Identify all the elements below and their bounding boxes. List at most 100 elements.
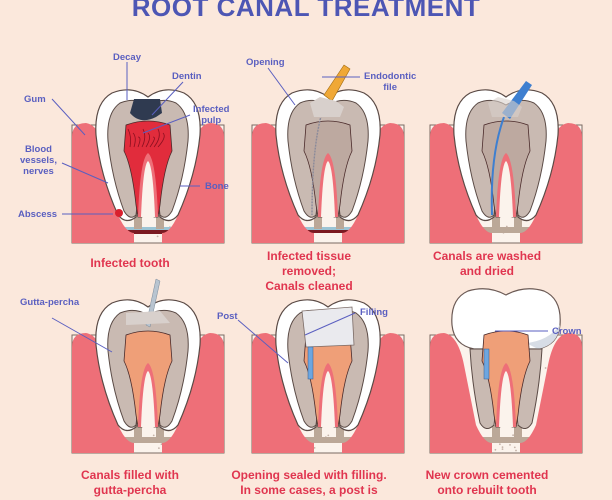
inter-root-bone (321, 371, 335, 427)
gum-right (342, 333, 404, 453)
label-post: Post (217, 311, 238, 322)
bone-speck (501, 446, 504, 448)
gum-right (520, 123, 582, 243)
panel-opening-sealed (240, 265, 420, 465)
opening (310, 97, 344, 117)
panel-canals-washed (418, 55, 598, 255)
label-line: pulp (201, 115, 222, 126)
inter-root-bone (321, 161, 335, 217)
bone-speck (512, 434, 514, 437)
gum-left (430, 333, 492, 453)
label-infected-pulp: Infected pulp (193, 104, 229, 126)
label-blood-vessels: Blood vessels, nerves (20, 144, 57, 177)
caption-line: Infected tissue (266, 249, 352, 263)
bone-speck (499, 443, 501, 446)
gum-right (520, 333, 582, 453)
caption-line: Canals cleaned (265, 279, 353, 293)
root-apex-left (492, 215, 500, 229)
caption-step-5: Opening sealed with filling. In some cas… (204, 468, 414, 498)
root-apex-right (514, 215, 522, 229)
root-apex-right (156, 425, 164, 439)
label-crown: Crown (552, 326, 582, 337)
bone-speck (509, 444, 511, 446)
caption-line: New crown cemented (425, 468, 549, 482)
tooth-illustration (71, 278, 225, 454)
bone-speck (494, 448, 497, 451)
bone-speck (501, 448, 504, 450)
tooth-illustration (429, 288, 583, 454)
base-layer (72, 437, 224, 443)
root-apex-left (314, 215, 322, 229)
tooth-illustration (429, 81, 583, 244)
opening (488, 97, 522, 117)
caption-line: removed; (281, 264, 337, 278)
gum-left (72, 333, 134, 453)
tooth-illustration (251, 299, 405, 454)
panel-canals-filled (60, 265, 240, 465)
caption-line: onto rebuilt tooth (437, 483, 537, 497)
bone-speck (505, 225, 508, 228)
base-layer (430, 227, 582, 233)
inter-root-bone (141, 371, 155, 427)
blood-vessel (157, 132, 165, 148)
caption-line: Infected tooth (90, 256, 170, 270)
panel-infected-tooth (60, 55, 240, 255)
blood-vessel (132, 132, 136, 148)
caption-line: Canals filled with (80, 468, 179, 482)
bone-speck (158, 447, 160, 449)
bone-speck (152, 434, 155, 437)
caption-step-2: Infected tissue removed; Canals cleaned (209, 249, 409, 294)
label-line: vessels, (20, 155, 57, 166)
base-layer (430, 437, 582, 443)
base-layer (252, 437, 404, 443)
filling (301, 306, 355, 348)
bone-speck (515, 449, 517, 452)
label-line: Blood (25, 144, 52, 155)
gum-right (162, 123, 224, 243)
root-apex-right (156, 215, 164, 229)
endodontic-file-needle (311, 100, 327, 216)
irrigator-needle (490, 116, 505, 216)
caption-step-6: New crown cemented onto rebuilt tooth (387, 468, 587, 498)
blood-vessel-layer (252, 230, 404, 233)
label-endodontic-file: Endodontic file (364, 71, 416, 93)
endodontic-file-handle (323, 64, 351, 102)
caption-step-3: Canals are washed and dried (387, 249, 587, 279)
root-apex-right (336, 425, 344, 439)
opening (126, 311, 170, 325)
caption-line: In some cases, a post is (240, 483, 378, 497)
crown-shadow (526, 325, 560, 349)
label-line: nerves (23, 166, 54, 177)
inter-root-bone (499, 371, 513, 427)
blood-vessel-layer (72, 230, 224, 234)
gum-right (342, 123, 404, 243)
label-opening: Opening (246, 57, 285, 68)
periodontal-layer (252, 227, 404, 230)
label-decay: Decay (113, 52, 141, 63)
label-filling: Filling (360, 307, 388, 318)
post (483, 348, 490, 380)
gum-left (430, 123, 492, 243)
root-apex-left (492, 425, 500, 439)
label-gum: Gum (24, 94, 46, 105)
periodontal-layer (72, 227, 224, 230)
abscess (115, 209, 123, 217)
blood-vessel (145, 132, 150, 148)
root-apex-right (514, 425, 522, 439)
caption-line: Canals are washed (432, 249, 542, 263)
gum-left (252, 123, 314, 243)
label-line: Infected (193, 104, 230, 115)
root-apex-right (336, 215, 344, 229)
blood-vessel (149, 136, 155, 148)
caption-line: gutta-percha (93, 483, 167, 497)
inter-root-bone (499, 161, 513, 217)
root-apex-left (134, 425, 142, 439)
caption-step-1: Infected tooth (30, 256, 230, 271)
bone-speck (544, 367, 547, 369)
gum-right (162, 333, 224, 453)
panel-tissue-removed (240, 55, 420, 255)
post (307, 346, 314, 380)
label-line: file (383, 82, 397, 93)
bone-speck (156, 235, 159, 238)
bone-speck (160, 443, 163, 446)
